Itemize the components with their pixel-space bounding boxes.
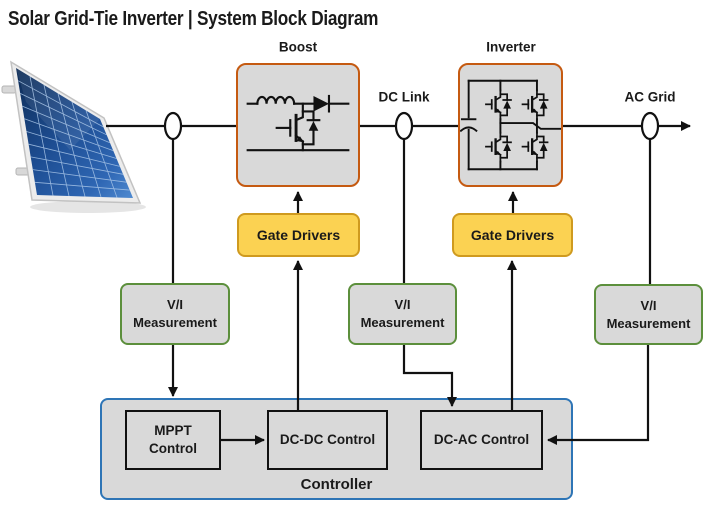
vi-measurement-pv-block: V/I Measurement	[120, 283, 230, 345]
boost-title-label: Boost	[278, 39, 318, 55]
vi-measurement-dclink-block: V/I Measurement	[348, 283, 457, 345]
dcdc-control-block: DC-DC Control	[267, 410, 388, 470]
inverter-block	[458, 63, 563, 187]
arrow-vi-dclink-to-dcac	[402, 345, 457, 407]
dcac-control-label: DC-AC Control	[433, 432, 530, 448]
boost-block	[236, 63, 360, 187]
gate-drivers-inverter-label: Gate Drivers	[470, 227, 555, 243]
vi-grid-line2: Measurement	[606, 315, 691, 331]
dcdc-control-label: DC-DC Control	[279, 432, 376, 448]
panel-bracket-top	[1, 85, 17, 94]
dcac-control-block: DC-AC Control	[420, 410, 543, 470]
panel-shadow	[30, 201, 146, 213]
vi-measurement-grid-block: V/I Measurement	[594, 284, 703, 345]
dc-link-label: DC Link	[378, 89, 430, 105]
gate-drivers-inverter-block: Gate Drivers	[452, 213, 573, 257]
grid-current-sensor-icon	[640, 111, 660, 141]
gate-drivers-boost-label: Gate Drivers	[256, 227, 341, 243]
vi-pv-line1: V/I	[167, 297, 183, 313]
dclink-current-sensor-icon	[394, 111, 414, 141]
panel-cells	[16, 68, 133, 198]
controller-block: MPPT Control DC-DC Control DC-AC Control…	[100, 398, 573, 500]
vi-dclink-line2: Measurement	[360, 315, 445, 330]
solar-panel-image	[1, 60, 146, 213]
vi-dclink-line1: V/I	[394, 297, 411, 313]
controller-label: Controller	[300, 476, 373, 493]
boost-converter-schematic-icon	[246, 94, 350, 152]
vi-grid-line1: V/I	[640, 297, 657, 313]
page-title: Solar Grid-Tie Inverter | System Block D…	[8, 8, 379, 30]
inverter-title-label: Inverter	[486, 39, 536, 55]
gate-drivers-boost-block: Gate Drivers	[237, 213, 360, 257]
mppt-control-block: MPPT Control	[125, 410, 221, 470]
pv-current-sensor-icon	[163, 111, 183, 141]
mppt-control-label: MPPT Control	[149, 423, 197, 456]
vi-pv-line2: Measurement	[133, 315, 217, 330]
ac-grid-label: AC Grid	[624, 89, 676, 105]
panel-sheen	[16, 68, 100, 150]
igbt-hbridge-schematic-icon	[460, 79, 561, 171]
panel-grid-lines	[17, 76, 130, 198]
